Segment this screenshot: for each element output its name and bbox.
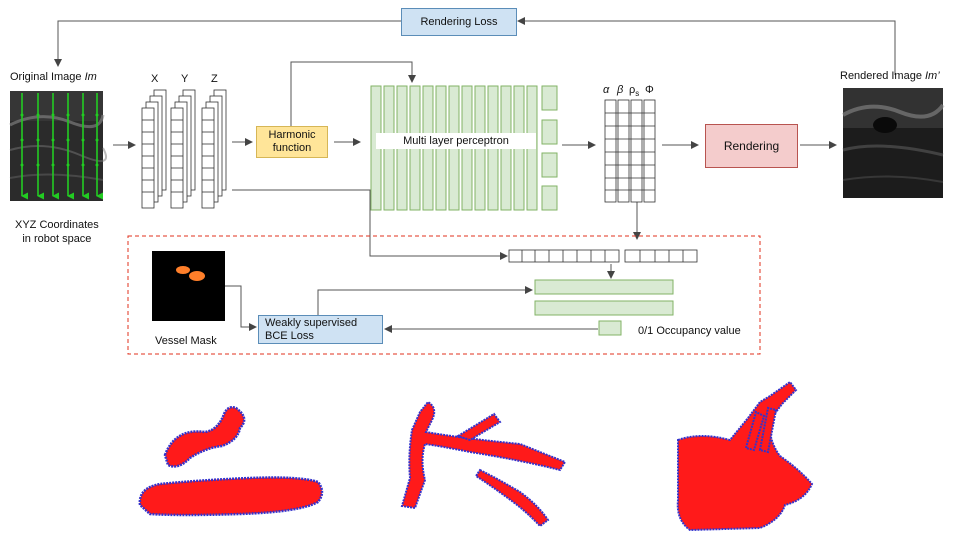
- feature-rows: [508, 249, 698, 263]
- coord-y-label: Y: [181, 73, 189, 85]
- vessel-mask-label: Vessel Mask: [155, 335, 217, 347]
- x-stack: [141, 89, 167, 209]
- xyz-caption: XYZ Coordinates in robot space: [15, 219, 99, 245]
- rendered-ultrasound-image: [842, 88, 945, 198]
- rendering-loss-loop: [54, 17, 896, 75]
- coord-x-label: X: [151, 73, 159, 85]
- arrow-mask-to-bce: [225, 285, 257, 331]
- harmonic-label-line2: function: [272, 142, 312, 154]
- rendered-image-label: Rendered Image Im’: [840, 70, 940, 82]
- vessel-reconstruction-2: [400, 400, 567, 528]
- occupancy-value-label: 0/1 Occupancy value: [638, 325, 741, 337]
- mlp-label-box: Multi layer perceptron: [376, 133, 536, 149]
- xyz-coordinate-stacks: [141, 89, 227, 209]
- occupancy-mlp-layers: [534, 279, 674, 336]
- harmonic-function-box: Harmonic function: [256, 126, 328, 158]
- bce-loss-box: Weakly supervised BCE Loss: [258, 315, 383, 344]
- rendering-loss-box: Rendering Loss: [401, 8, 517, 36]
- bce-label-line1: Weakly supervised: [265, 316, 358, 329]
- occupancy-region-border: [127, 235, 761, 355]
- sample-ray-lines: [21, 93, 103, 200]
- bce-label-line2: BCE Loss: [265, 329, 314, 342]
- vessel-mask-image: [152, 251, 225, 321]
- original-ultrasound-image: [9, 91, 108, 201]
- original-image-symbol: Im: [84, 71, 97, 83]
- rendered-image-symbol: Im’: [925, 70, 940, 82]
- output-parameter-columns: [604, 99, 656, 203]
- rendering-label: Rendering: [723, 138, 780, 153]
- param-rho-label: ρs: [629, 84, 640, 99]
- param-phi-label: Φ: [645, 84, 654, 96]
- z-stack: [201, 89, 227, 209]
- vessel-reconstruction-1: [138, 406, 324, 517]
- param-alpha-label: α: [603, 84, 610, 96]
- y-stack: [170, 89, 196, 209]
- param-beta-label: β: [617, 84, 624, 96]
- rendering-loss-label: Rendering Loss: [420, 15, 498, 28]
- flow-arrows: [232, 61, 837, 333]
- coord-z-label: Z: [211, 73, 218, 85]
- mlp-label: Multi layer perceptron: [403, 134, 509, 147]
- harmonic-label-line1: Harmonic: [268, 129, 316, 141]
- original-image-label: Original Image Im: [10, 71, 97, 83]
- rendering-box: Rendering: [705, 124, 798, 168]
- vessel-reconstruction-3: [676, 380, 814, 532]
